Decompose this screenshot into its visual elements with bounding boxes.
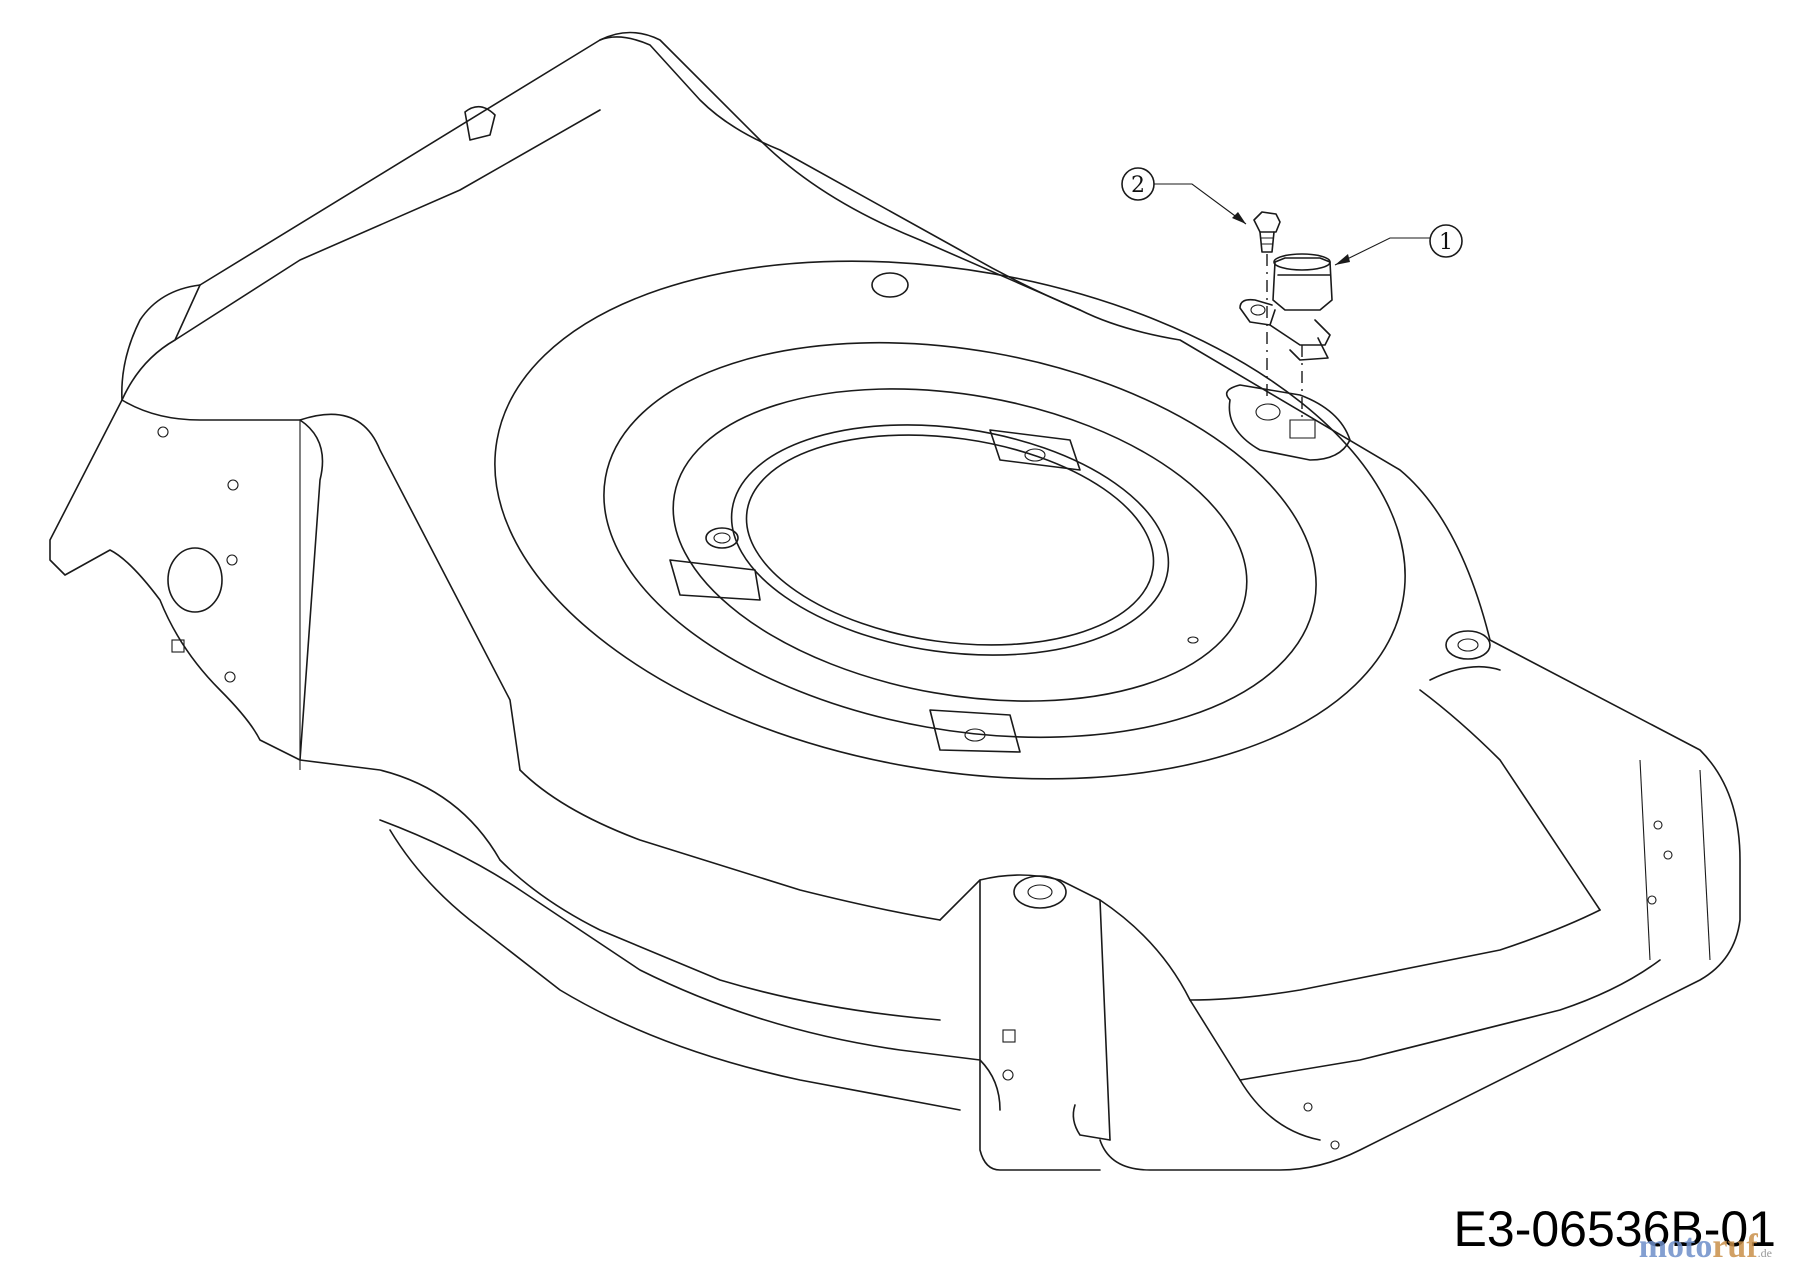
side-plate-holes (157, 426, 1673, 1150)
watermark-part1: moto (1638, 1228, 1713, 1265)
drawing-code-label: E3-06536B-01 (1453, 1201, 1776, 1257)
watermark-suffix: .de (1757, 1246, 1772, 1260)
mower-deck-housing (49, 31, 1741, 1171)
watermark-part2: ruf (1712, 1228, 1758, 1265)
part-2-bolt (1253, 211, 1281, 253)
callout-2: 2 (1121, 167, 1247, 225)
blade-housing-rings (494, 260, 1491, 909)
mounting-pad (1225, 384, 1351, 461)
assembly-lines (1266, 254, 1303, 420)
part-1-adapter (1239, 253, 1333, 361)
callout-1: 1 (1334, 224, 1463, 266)
callout-2-number: 2 (1131, 173, 1145, 198)
callout-1-number: 1 (1439, 230, 1453, 255)
watermark-logo: motoruf.de (1639, 1228, 1772, 1266)
